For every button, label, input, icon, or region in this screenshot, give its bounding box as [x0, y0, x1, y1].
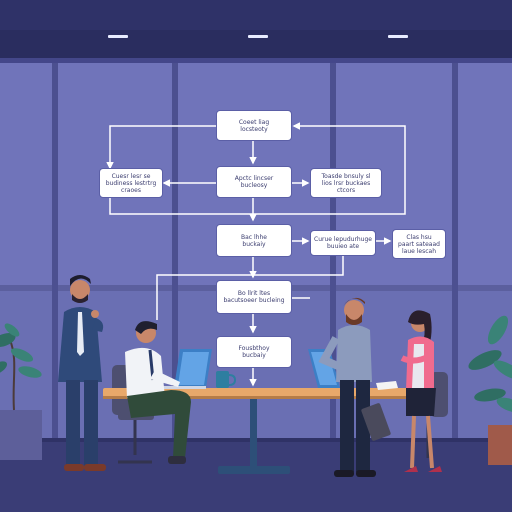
- plant-left: [0, 323, 42, 460]
- laptop-left: [162, 349, 212, 389]
- flowchart-node-row4-center: Bo llrit ltes bacutsoeer bucleing: [216, 280, 292, 314]
- flowchart-node-row3-center: Bac lhhe buckaiy: [216, 224, 292, 257]
- ceiling: [0, 0, 512, 58]
- person-sitting: [125, 321, 191, 464]
- flowchart-node-top: Coeet liag locsteoty: [216, 110, 292, 141]
- flowchart-node-row3-right: Curue lepudurhuge buuieo ate: [310, 230, 376, 256]
- flowchart-node-mid-right: Toasde bnsuly sl lios lrsr buckaes ctcor…: [310, 168, 382, 198]
- ceiling-light: [108, 35, 128, 38]
- flowchart-node-far-right: Clas hsu paart sateaad laue lescah: [392, 229, 446, 259]
- person-standing-right: [318, 297, 391, 477]
- flowchart-connectors: [106, 122, 406, 387]
- plant-right: [468, 315, 512, 465]
- ceiling-light: [248, 35, 268, 38]
- person-standing-left: [58, 275, 106, 471]
- flowchart-node-bottom: Fousbthoy bucbaiy: [216, 336, 292, 368]
- paper: [376, 381, 398, 390]
- flowchart-node-mid-center: Apctc lincser bucleosy: [216, 166, 292, 198]
- ceiling-light: [388, 35, 408, 38]
- flowchart-node-mid-left: Cuesr lesr se budiness lestrtrg craoes: [99, 168, 163, 198]
- laptop-right: [308, 349, 340, 388]
- mug: [216, 371, 237, 388]
- person-woman: [400, 310, 442, 472]
